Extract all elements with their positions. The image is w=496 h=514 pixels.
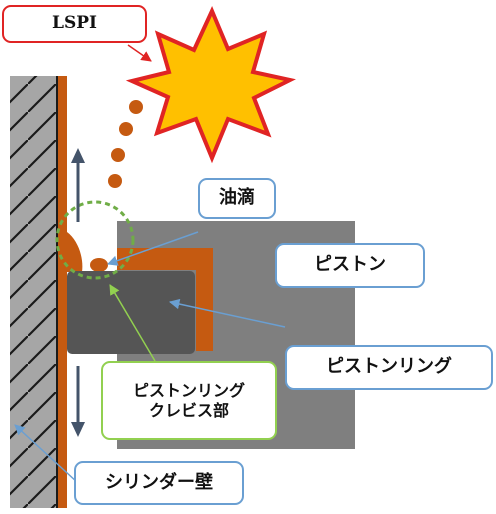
cylinder-wall-text: シリンダー壁 — [105, 471, 213, 493]
oil-accumulation — [67, 232, 83, 272]
oil-droplet-callout: 油滴 — [198, 178, 276, 219]
piston-ring-leader — [168, 298, 286, 328]
ring-crevice-text-line2: クレビス部 — [148, 400, 229, 420]
cylinder-wall-leader — [14, 424, 79, 484]
piston-ring-callout: ピストンリング — [285, 345, 493, 390]
piston-text: ピストン — [314, 254, 386, 276]
lspi-callout: LSPI — [2, 5, 147, 43]
lspi-leader — [127, 44, 152, 62]
oil-droplet-shape — [90, 258, 108, 272]
piston-ring-shape — [67, 271, 195, 354]
ring-crevice-text-line1: ピストンリング — [132, 380, 245, 400]
explosion-burst-icon — [125, 6, 296, 164]
up-arrow-icon — [71, 148, 85, 222]
oil-film — [58, 76, 67, 508]
oil-droplet-text: 油滴 — [219, 187, 255, 209]
cylinder-wall-hatching — [10, 76, 57, 508]
down-arrow-icon — [71, 366, 85, 437]
cylinder-wall-callout: シリンダー壁 — [74, 461, 244, 505]
cylinder-wall — [10, 76, 58, 508]
ring-crevice-callout: ピストンリング クレビス部 — [101, 361, 277, 440]
oil-droplet-leader — [107, 231, 199, 266]
piston-ring-text: ピストンリング — [326, 356, 452, 378]
piston-callout: ピストン — [275, 243, 425, 288]
flying-oil-droplets — [108, 100, 143, 188]
crevice-highlight-circle — [55, 200, 135, 280]
lspi-text: LSPI — [52, 13, 97, 34]
crevice-leader — [109, 284, 156, 362]
